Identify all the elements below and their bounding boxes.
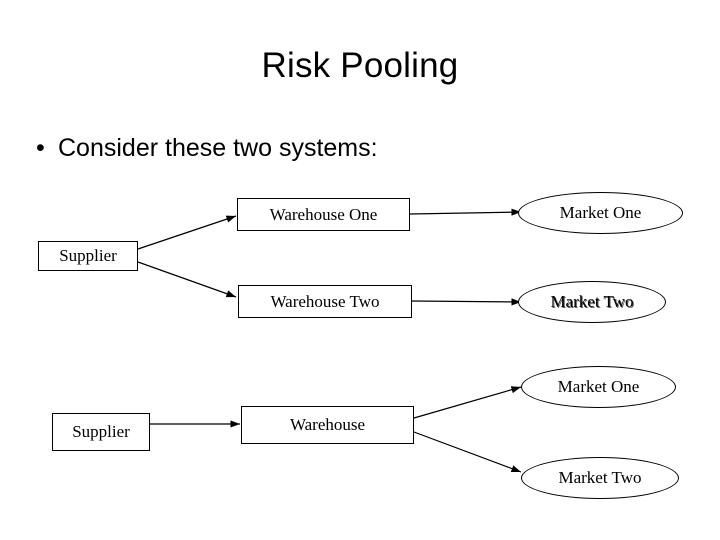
page-title: Risk Pooling — [261, 46, 459, 85]
bullet-marker: • — [36, 134, 45, 162]
bullet-line: • Consider these two systems: — [36, 134, 378, 163]
ellipse-market-two-bottom[interactable]: Market Two — [521, 457, 679, 499]
bullet-text: Consider these two systems: — [58, 134, 378, 162]
ellipse-market-two-top[interactable]: Market Two — [518, 281, 666, 323]
ellipse-market-one-bottom[interactable]: Market One — [521, 366, 676, 408]
box-supplier-top[interactable]: Supplier — [38, 241, 138, 271]
box-warehouse-bottom[interactable]: Warehouse — [241, 406, 414, 444]
box-warehouse-two[interactable]: Warehouse Two — [238, 285, 412, 318]
ellipse-market-one-top[interactable]: Market One — [518, 192, 683, 234]
box-warehouse-one[interactable]: Warehouse One — [237, 198, 410, 231]
box-supplier-bottom[interactable]: Supplier — [52, 413, 150, 451]
